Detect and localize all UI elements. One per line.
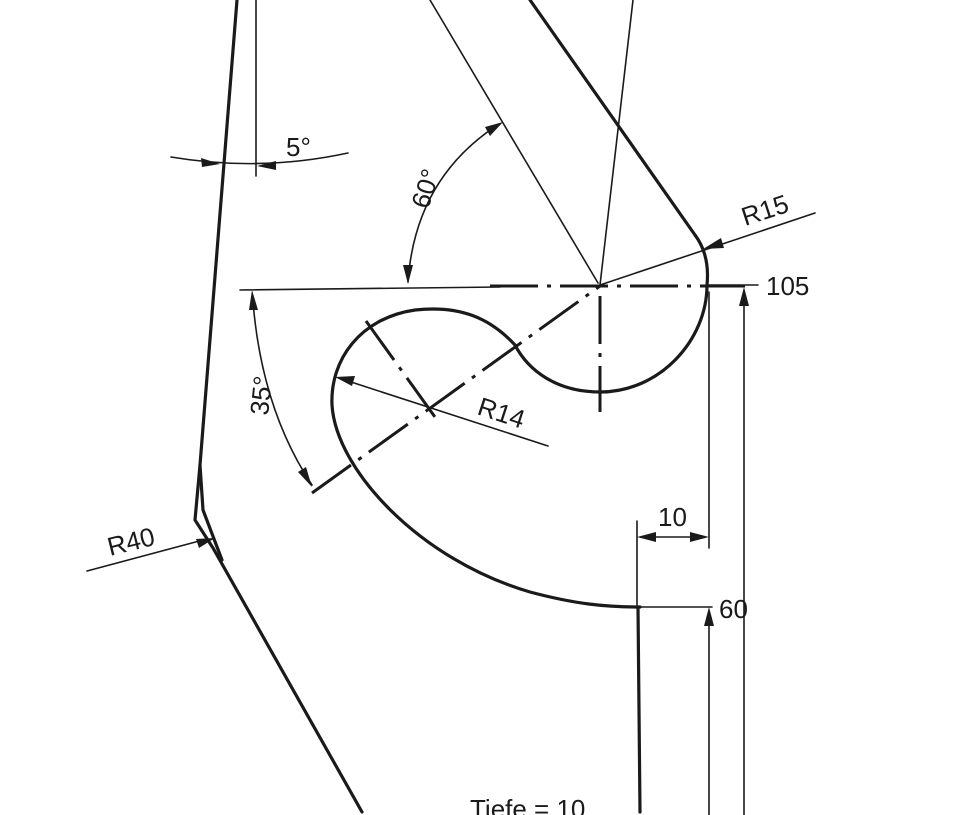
- right-arm-outline: [528, 0, 710, 287]
- radius-40-label: R40: [104, 521, 158, 562]
- radius-14-label: R14: [474, 391, 529, 434]
- radius-15-label: R15: [738, 188, 793, 231]
- dimension-lines: [86, 0, 816, 815]
- depth-note: Tiefe = 10: [470, 794, 585, 815]
- left-outline-upper: [193, 0, 364, 814]
- leader-r40: [86, 539, 204, 572]
- angle-5-label: 5°: [286, 132, 311, 162]
- angle-35-label: 35°: [244, 374, 278, 416]
- center-lines: [311, 284, 745, 495]
- dimension-10-label: 10: [658, 502, 687, 532]
- arc-dimension-60: [407, 125, 497, 283]
- r14-center-cross: [364, 320, 437, 418]
- angle-60-reference-line: [429, 0, 599, 284]
- slot-contour: [330, 283, 709, 609]
- axis-line: [599, 0, 634, 286]
- arrow-35-bottom: [298, 467, 312, 487]
- diagonal-center-line: [311, 284, 601, 495]
- arrow-r14: [335, 376, 355, 386]
- left-outline-inner: [198, 463, 224, 562]
- arrow-60-dim: [704, 607, 714, 626]
- arrow-105: [739, 287, 749, 306]
- arc-dimension-5: [170, 152, 349, 165]
- horizontal-extension-line: [239, 286, 501, 291]
- angle-60-label: 60°: [405, 165, 446, 212]
- arrow-r40: [196, 538, 215, 548]
- dimension-105-label: 105: [766, 271, 809, 301]
- labels: 5° 60° 35° R15 R14 R40 105 10 60 Tiefe =…: [104, 132, 809, 815]
- arc-dimension-35: [252, 301, 313, 486]
- arrowheads: [196, 122, 749, 626]
- arrow-r15: [703, 238, 724, 249]
- arrow-5-right: [257, 161, 276, 170]
- arrow-60-top: [485, 122, 503, 136]
- leader-r14: [347, 380, 549, 447]
- arrow-5-left: [201, 158, 220, 167]
- arrow-60-bottom: [403, 265, 413, 284]
- arrow-10-left: [637, 532, 656, 542]
- lower-right-edge: [636, 605, 642, 814]
- dimension-60-label: 60: [719, 594, 748, 624]
- leader-r15: [599, 212, 816, 286]
- arrow-10-right: [690, 532, 709, 542]
- arrow-35-top: [249, 290, 258, 310]
